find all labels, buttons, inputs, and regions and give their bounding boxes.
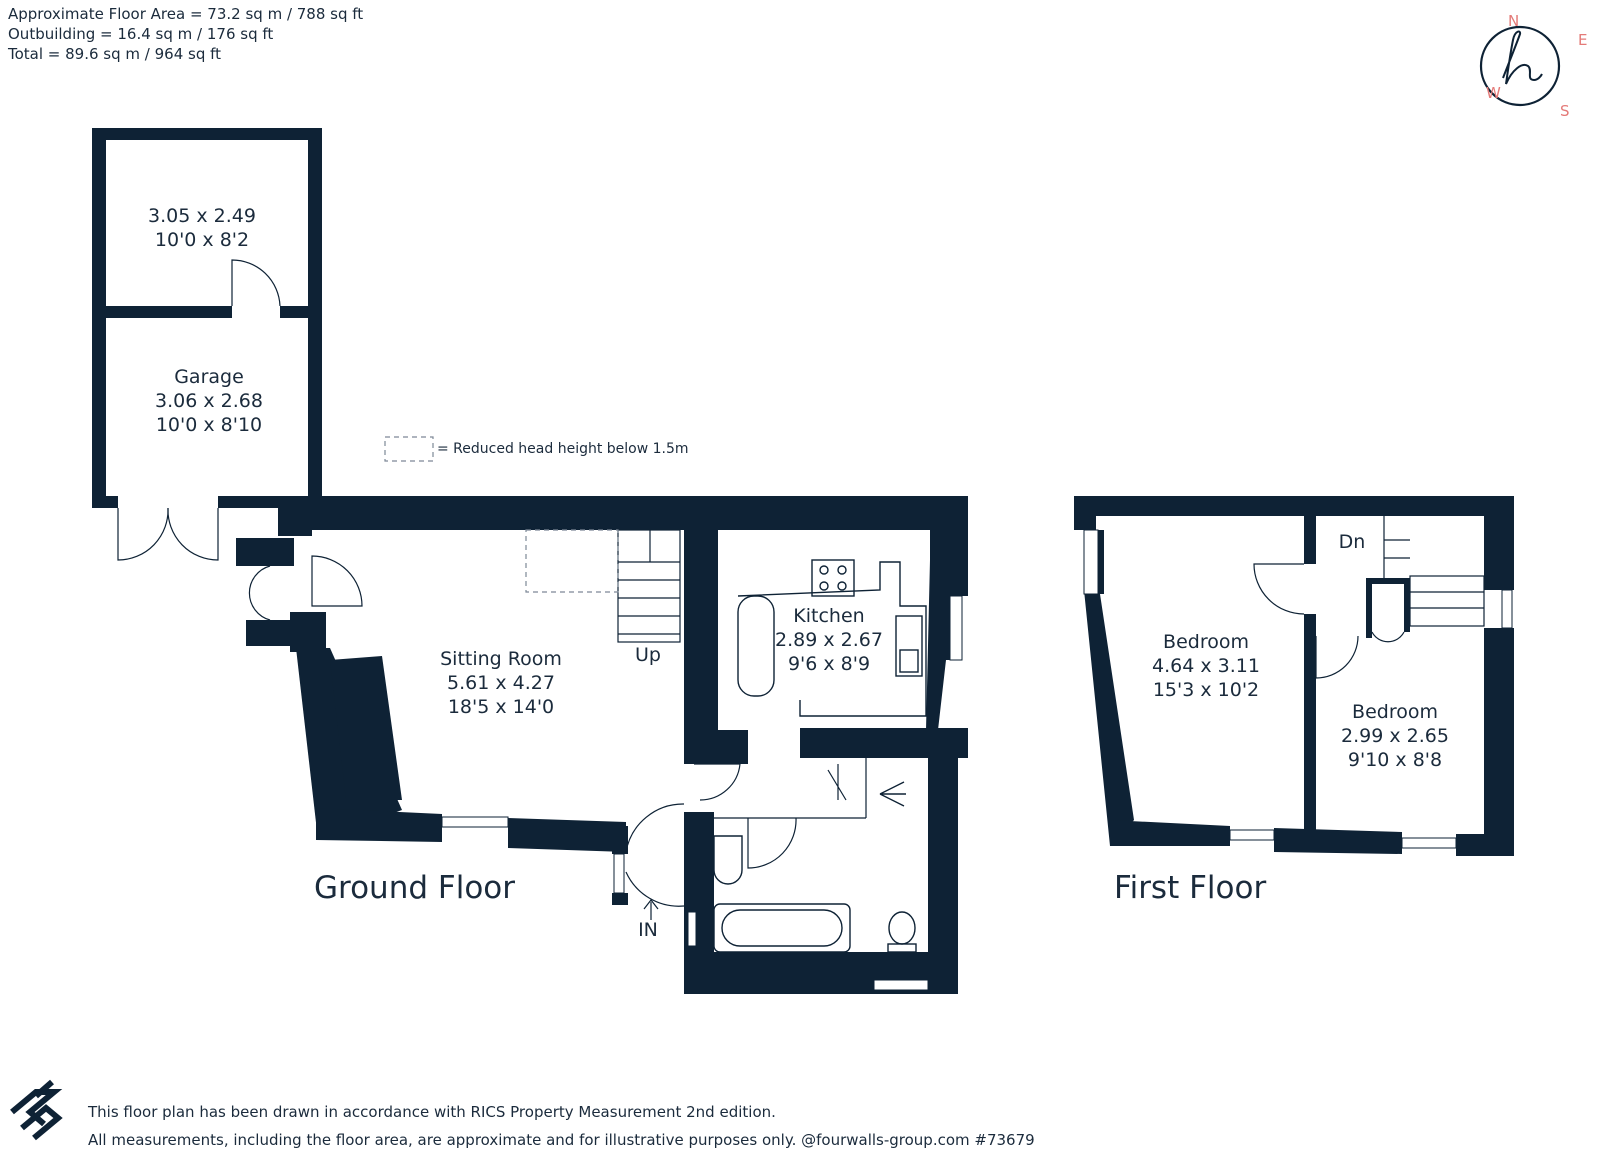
basin-icon <box>713 835 743 885</box>
store-dims-imperial: 10'0 x 8'2 <box>155 229 249 251</box>
compass-south-label: S <box>1560 102 1570 120</box>
bedroom2-label: Bedroom <box>1352 701 1438 723</box>
reduced-height-swatch <box>384 436 434 462</box>
kitchen-dims-imperial: 9'6 x 8'9 <box>788 653 870 675</box>
bedroom2-dims-metric: 2.99 x 2.65 <box>1341 725 1449 747</box>
footer-disclaimer: All measurements, including the floor ar… <box>88 1131 1035 1149</box>
ground-stairs <box>525 529 681 643</box>
entrance-arrow-icon <box>643 899 659 920</box>
footer-rics-note: This floor plan has been drawn in accord… <box>88 1103 776 1121</box>
h-monogram-icon <box>1502 30 1543 85</box>
kitchen-dims-metric: 2.89 x 2.67 <box>775 629 883 651</box>
compass-ring <box>1479 25 1561 107</box>
ground-floor-label: Ground Floor <box>314 870 515 906</box>
bedroom1-label: Bedroom <box>1163 631 1249 653</box>
legend: = Reduced head height below 1.5m <box>384 436 689 462</box>
garage-dims-metric: 3.06 x 2.68 <box>155 390 263 412</box>
kitchen-fixtures <box>737 559 927 717</box>
compass-logo: N E S W <box>1479 12 1587 120</box>
area-summary: Approximate Floor Area = 73.2 sq m / 788… <box>8 4 363 64</box>
toilet-icon <box>888 911 916 945</box>
bath-icon <box>713 903 851 953</box>
bedroom2-dims-imperial: 9'10 x 8'8 <box>1348 749 1442 771</box>
total-area-text: Total = 89.6 sq m / 964 sq ft <box>8 45 222 63</box>
compass-west-label: W <box>1486 84 1501 102</box>
compass-north-label: N <box>1508 12 1519 30</box>
floor-area-text: Approximate Floor Area = 73.2 sq m / 788… <box>8 5 364 23</box>
bedroom1-dims-metric: 4.64 x 3.11 <box>1152 655 1260 677</box>
garage-dims-imperial: 10'0 x 8'10 <box>156 414 262 436</box>
store-dims-metric: 3.05 x 2.49 <box>148 205 256 227</box>
first-floor-stairs <box>1366 516 1485 643</box>
hob-icon <box>811 559 855 597</box>
first-floor-label: First Floor <box>1114 870 1266 906</box>
kitchen-label: Kitchen <box>793 605 864 627</box>
entrance-label: IN <box>638 919 658 941</box>
outbuilding: 3.05 x 2.49 10'0 x 8'2 Garage 3.06 x 2.6… <box>92 128 322 561</box>
sitting-room-dims-imperial: 18'5 x 14'0 <box>448 696 554 718</box>
bathroom-fixtures <box>713 781 917 953</box>
sitting-room-dims-metric: 5.61 x 4.27 <box>447 672 555 694</box>
sink-icon <box>895 615 923 677</box>
ground-floor-plan: Sitting Room 5.61 x 4.27 18'5 x 14'0 Kit… <box>236 496 968 994</box>
shower-icon <box>879 781 906 807</box>
garage-label: Garage <box>174 366 244 388</box>
ground-stairs-up-label: Up <box>635 644 661 666</box>
legend-text: = Reduced head height below 1.5m <box>437 441 689 457</box>
fourwalls-logo <box>10 1079 63 1141</box>
sitting-room-label: Sitting Room <box>440 648 562 670</box>
compass-east-label: E <box>1578 31 1587 49</box>
first-stairs-down-label: Dn <box>1339 531 1366 553</box>
first-floor-plan: Bedroom 4.64 x 3.11 15'3 x 10'2 Bedroom … <box>1074 496 1514 906</box>
outbuilding-area-text: Outbuilding = 16.4 sq m / 176 sq ft <box>8 25 274 43</box>
bedroom1-dims-imperial: 15'3 x 10'2 <box>1153 679 1259 701</box>
